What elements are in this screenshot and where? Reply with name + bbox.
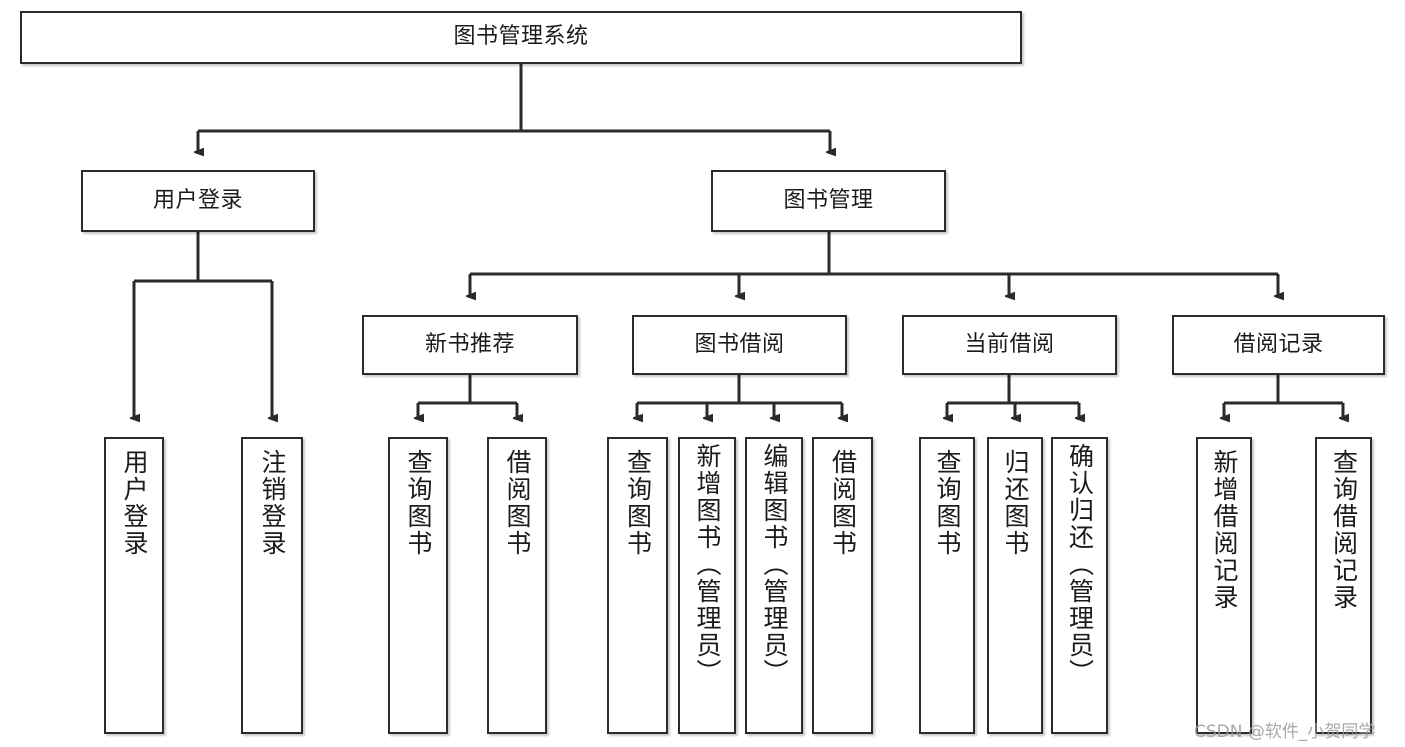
node-leaf-confirm-return[interactable]: 确认归还（管理员） — [1051, 437, 1108, 734]
node-user-login[interactable]: 用户登录 — [81, 170, 315, 232]
node-user-login-label: 用户登录 — [152, 187, 243, 213]
node-leaf-add-record[interactable]: 新增借阅记录 — [1196, 437, 1252, 734]
node-leaf-edit-book[interactable]: 编辑图书（管理员） — [745, 437, 803, 734]
node-book-manage-label: 图书管理 — [783, 187, 874, 213]
csdn-watermark: CSDN @软件_小贺同学 — [1194, 722, 1376, 742]
node-leaf-add-record-label: 新增借阅记录 — [1210, 449, 1239, 611]
node-leaf-logout[interactable]: 注销登录 — [241, 437, 303, 734]
node-leaf-borrow-book-1-label: 借阅图书 — [503, 449, 532, 557]
node-leaf-borrow-book-2[interactable]: 借阅图书 — [812, 437, 873, 734]
node-leaf-add-book-label: 新增图书（管理员） — [693, 443, 722, 686]
node-leaf-borrow-book-1[interactable]: 借阅图书 — [487, 437, 547, 734]
node-leaf-query-book-2-label: 查询图书 — [623, 449, 653, 557]
node-new-book-rec-label: 新书推荐 — [424, 331, 515, 357]
node-leaf-query-book-2[interactable]: 查询图书 — [607, 437, 668, 734]
node-leaf-query-book-1-label: 查询图书 — [404, 449, 433, 557]
node-leaf-add-book[interactable]: 新增图书（管理员） — [678, 437, 736, 734]
node-leaf-query-book-3[interactable]: 查询图书 — [919, 437, 975, 734]
node-leaf-user-login[interactable]: 用户登录 — [104, 437, 164, 734]
node-book-manage[interactable]: 图书管理 — [711, 170, 946, 232]
node-leaf-query-book-3-label: 查询图书 — [933, 449, 962, 557]
node-leaf-borrow-book-2-label: 借阅图书 — [828, 449, 858, 557]
node-leaf-query-record-label: 查询借阅记录 — [1329, 449, 1359, 611]
node-leaf-query-record[interactable]: 查询借阅记录 — [1315, 437, 1372, 734]
node-book-borrow[interactable]: 图书借阅 — [632, 315, 847, 375]
node-leaf-return-book-label: 归还图书 — [1001, 449, 1030, 557]
node-book-borrow-label: 图书借阅 — [694, 331, 785, 357]
node-borrow-record-label: 借阅记录 — [1233, 331, 1324, 357]
node-borrow-record[interactable]: 借阅记录 — [1172, 315, 1385, 375]
node-root[interactable]: 图书管理系统 — [20, 11, 1022, 64]
node-leaf-logout-label: 注销登录 — [258, 449, 287, 557]
node-leaf-user-login-label: 用户登录 — [120, 449, 149, 557]
node-root-label: 图书管理系统 — [453, 24, 589, 50]
node-leaf-edit-book-label: 编辑图书（管理员） — [760, 443, 789, 686]
node-leaf-confirm-return-label: 确认归还（管理员） — [1065, 443, 1095, 686]
node-leaf-return-book[interactable]: 归还图书 — [987, 437, 1043, 734]
node-current-borrow[interactable]: 当前借阅 — [902, 315, 1117, 375]
node-current-borrow-label: 当前借阅 — [964, 331, 1055, 357]
node-new-book-rec[interactable]: 新书推荐 — [362, 315, 578, 375]
node-leaf-query-book-1[interactable]: 查询图书 — [388, 437, 448, 734]
